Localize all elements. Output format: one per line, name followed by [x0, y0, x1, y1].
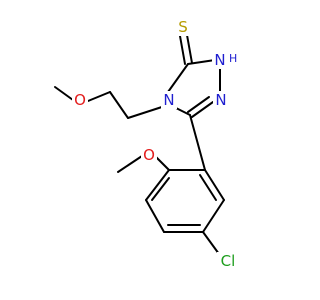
chlorine-label: Cl	[221, 252, 236, 270]
bonds	[54, 34, 225, 255]
ether-o-aryl-label: O	[143, 146, 155, 164]
atom-ring-n-right: N	[213, 91, 229, 109]
bond-c-s-b	[186, 34, 193, 64]
bond-ar-3	[145, 199, 165, 233]
bond-o-ch3	[54, 86, 74, 101]
bond-o-ch3-aryl	[117, 155, 143, 173]
ring-n-right-label: N	[215, 91, 226, 109]
atom-ether-o-aryl: O	[141, 146, 157, 164]
bond-ring-c-aryl	[189, 114, 206, 171]
atom-thioamide-n: N H	[212, 51, 237, 69]
bond-ch2-o	[87, 91, 111, 102]
bond-ch2-ch2	[109, 91, 129, 119]
bond-ar-cl	[202, 231, 220, 255]
bond-ar-5	[202, 199, 225, 233]
ether-o-top-label: O	[74, 91, 86, 109]
sulfur-label: S	[178, 18, 188, 36]
bond-c-s-a	[179, 35, 186, 65]
thioamide-n-label: N	[214, 51, 225, 69]
atom-labels: S N H N N O O Cl	[72, 18, 239, 270]
atom-chlorine: Cl	[217, 252, 239, 270]
molecule-structure-diagram: S N H N N O O Cl	[54, 18, 239, 270]
atom-ether-o-top: O	[72, 91, 88, 109]
atom-sulfur: S	[175, 18, 191, 36]
bond-ar-6	[204, 169, 225, 201]
ring-n-left-label: N	[163, 91, 174, 109]
bond-ring-n4-c	[167, 63, 189, 93]
bond-ar-o	[155, 156, 170, 171]
bond-ar-2-inner	[151, 177, 170, 201]
bond-ar-2	[145, 169, 170, 201]
bond-ring-n-c-a	[191, 101, 214, 118]
thioamide-h-label: H	[229, 52, 237, 65]
atom-ring-n-left: N	[161, 91, 177, 109]
bond-ring-n-c-b	[187, 96, 210, 113]
bond-ar-6-inner	[199, 174, 217, 201]
bond-ring-c-nh	[187, 59, 216, 65]
